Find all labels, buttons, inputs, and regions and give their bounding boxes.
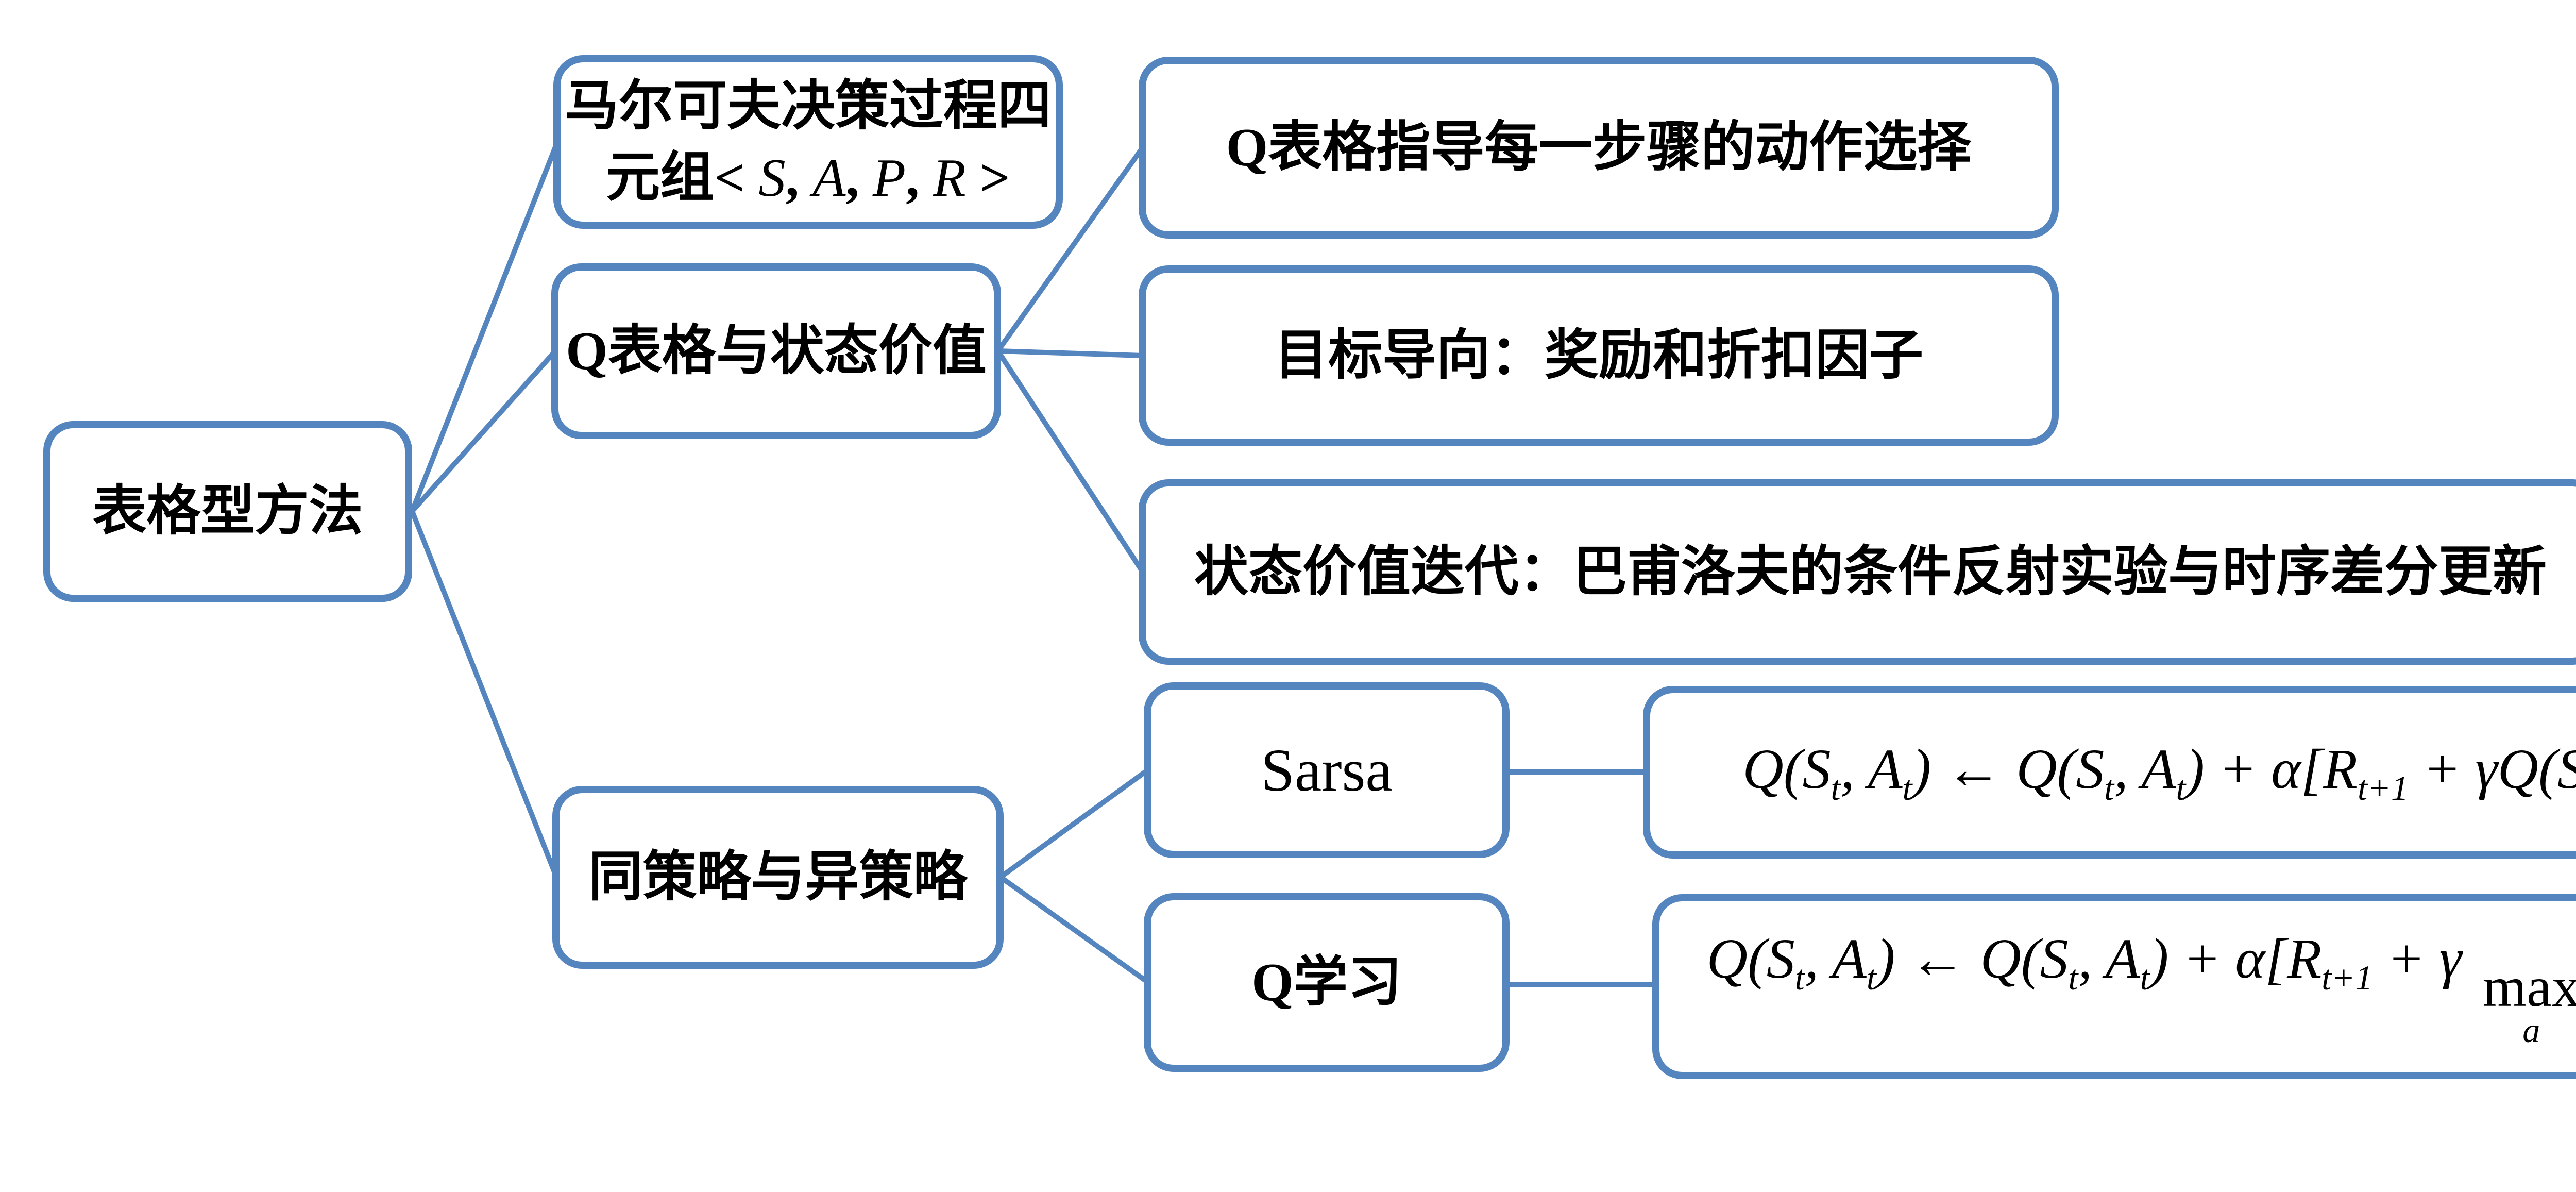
node-value-iteration-label: 状态价值迭代：巴甫洛夫的条件反射实验与时序差分更新	[1194, 541, 2547, 602]
node-qlearning-label: Q学习	[1251, 952, 1402, 1013]
node-qtable-state-value[interactable]: Q表格与状态价值	[551, 263, 1001, 439]
node-qlearning[interactable]: Q学习	[1144, 893, 1510, 1072]
connector-root-to-qtable	[410, 349, 557, 513]
node-mdp-tuple-label-line1: 马尔可夫决策过程四	[564, 75, 1052, 136]
node-action-selection-label: Q表格指导每一步骤的动作选择	[1226, 117, 1972, 178]
node-action-selection[interactable]: Q表格指导每一步骤的动作选择	[1139, 57, 2059, 239]
node-root[interactable]: 表格型方法	[43, 421, 412, 602]
sarsa-update-formula: Q(St, At) ← Q(St, At) + α[Rt+1 + γQ(St+1…	[1742, 737, 2576, 808]
node-value-iteration[interactable]: 状态价值迭代：巴甫洛夫的条件反射实验与时序差分更新	[1139, 479, 2576, 665]
connector-policy-to-qlearning	[999, 875, 1149, 985]
node-sarsa[interactable]: Sarsa	[1144, 682, 1510, 858]
connector-root-to-policy	[410, 510, 559, 878]
node-mdp-tuple[interactable]: 马尔可夫决策过程四 元组< S, A, P, R >	[553, 55, 1063, 229]
node-root-label: 表格型方法	[92, 481, 363, 542]
node-qtable-state-value-label: Q表格与状态价值	[566, 321, 987, 381]
node-sarsa-label: Sarsa	[1261, 736, 1393, 804]
node-on-off-policy[interactable]: 同策略与异策略	[552, 786, 1004, 969]
connector-root-to-mdp	[410, 141, 560, 512]
connector-qtable-to-goal-oriented	[997, 348, 1143, 358]
node-sarsa-formula[interactable]: Q(St, At) ← Q(St, At) + α[Rt+1 + γQ(St+1…	[1643, 686, 2576, 859]
connector-qtable-to-action-selection	[995, 146, 1145, 352]
node-goal-oriented-label: 目标导向：奖励和折扣因子	[1274, 325, 1923, 385]
connector-qtable-to-value-iteration	[995, 349, 1145, 574]
node-on-off-policy-label: 同策略与异策略	[588, 847, 968, 908]
connector-policy-to-sarsa	[999, 767, 1149, 880]
node-mdp-tuple-label-line2: 元组< S, A, P, R >	[606, 147, 1010, 208]
node-goal-oriented[interactable]: 目标导向：奖励和折扣因子	[1139, 265, 2059, 446]
